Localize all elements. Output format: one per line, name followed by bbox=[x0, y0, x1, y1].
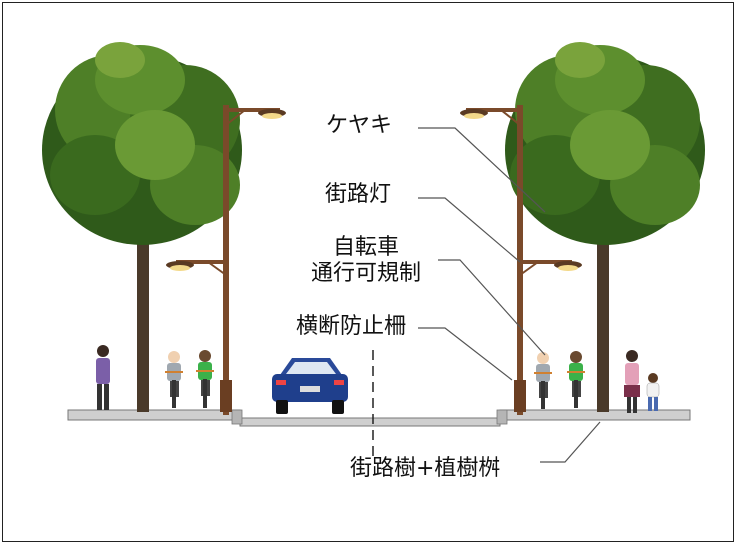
label-keyaki: ケヤキ bbox=[326, 113, 393, 138]
cyclist-icon bbox=[196, 350, 214, 408]
street-lamp-icon bbox=[166, 105, 286, 415]
label-crossing-fence: 横断防止柵 bbox=[296, 314, 407, 339]
pedestrian-icon bbox=[624, 350, 640, 413]
car-icon bbox=[272, 358, 348, 414]
street-lamp-icon bbox=[460, 105, 582, 415]
leader-bicycle bbox=[438, 259, 546, 356]
pedestrian-icon bbox=[646, 373, 660, 411]
leader-street-tree bbox=[540, 421, 601, 463]
label-street-tree: 街路樹+植樹桝 bbox=[350, 456, 501, 481]
label-bicycle: 自転車 通行可規制 bbox=[296, 235, 436, 288]
label-bicycle-line1: 自転車 bbox=[332, 235, 399, 260]
label-bicycle-line2: 通行可規制 bbox=[310, 261, 421, 287]
leader-fence bbox=[418, 327, 513, 381]
leader-street-light bbox=[418, 197, 521, 263]
cyclist-icon bbox=[165, 351, 183, 408]
tree-icon bbox=[505, 42, 705, 412]
road-surface bbox=[67, 409, 691, 427]
label-street-light: 街路灯 bbox=[325, 182, 392, 207]
cyclist-icon bbox=[567, 351, 585, 408]
pedestrian-icon bbox=[96, 345, 110, 410]
tree-icon bbox=[42, 42, 242, 412]
leader-lines bbox=[418, 127, 601, 463]
leader-keyaki bbox=[418, 127, 546, 213]
cyclist-icon bbox=[534, 352, 552, 409]
